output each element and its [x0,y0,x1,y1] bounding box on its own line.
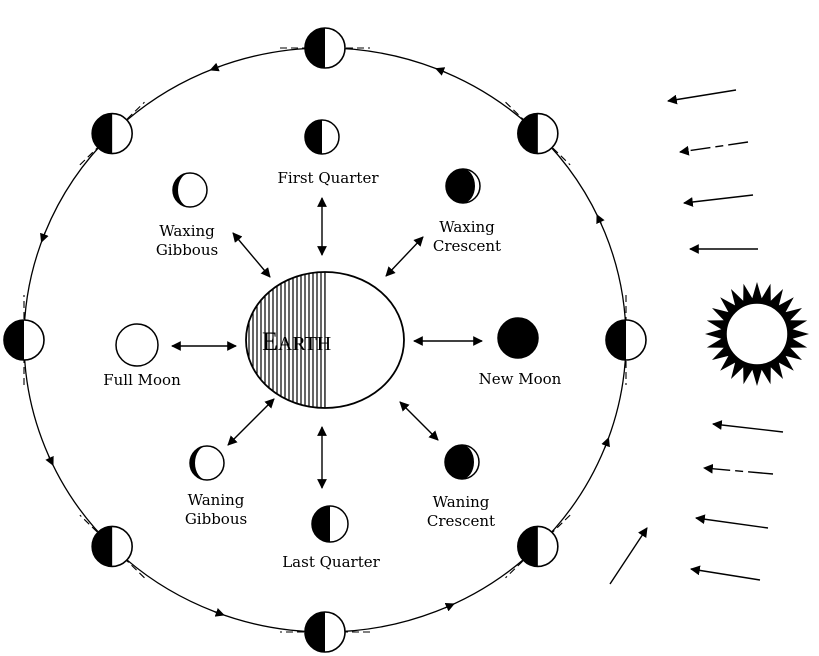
sunlight-ray-arrow [691,569,760,580]
sunlight-ray-arrow [680,142,748,152]
label-full-moon: Full Moon [103,371,181,389]
moon-icon [92,114,132,154]
label-waning-crescent-2: Crescent [427,512,495,530]
sunlight-ray-arrow [610,528,647,584]
moon-phase-icon-waxing-gibbous [173,173,207,207]
moon-icon [305,28,345,68]
label-waning-gibbous-2: Gibbous [185,510,247,528]
moon-icon [518,114,558,154]
sunlight-ray-arrow [696,518,768,528]
earth-label-initial: E [262,327,278,356]
label-new-moon: New Moon [479,370,562,388]
moon-icon [518,526,558,566]
moon-phase-icon-waxing-crescent [446,169,480,203]
orbit-direction-arrow [41,233,45,242]
earth-label-rest: ARTH [278,333,331,355]
moon-phase-icon-first-quarter [305,120,339,154]
moon-icon [305,612,345,652]
label-waxing-gibbous-2: Gibbous [156,241,218,259]
label-waning-gibbous-1: Waning [188,491,245,509]
orbit-direction-arrow [445,604,454,608]
orbit-direction-arrow [605,438,609,447]
label-waxing-crescent-1: Waxing [439,218,495,236]
sunlight-ray-arrow [704,468,773,474]
moon-icon [92,526,132,566]
moon-phase-icon-waning-gibbous [190,446,224,480]
label-first-quarter: First Quarter [277,169,379,187]
moon-icon [606,320,646,360]
label-waxing-gibbous-1: Waxing [159,222,215,240]
orbit-direction-arrow [210,66,219,70]
earth-icon: EARTH [246,272,404,408]
moon-phase-icon-waning-crescent [445,445,479,479]
sunlight-ray-arrow [684,195,753,203]
moon-phase-icon-last-quarter [312,506,348,542]
orbit-direction-arrow [597,215,601,224]
orbit-direction-arrow [436,69,445,73]
label-waxing-crescent-2: Crescent [433,237,501,255]
sunlight-ray-arrow [713,424,783,432]
label-waning-crescent-1: Waning [433,493,490,511]
orbit-direction-arrow [49,456,53,465]
sunlight-ray-arrow [668,90,736,101]
orbit-direction-arrow [215,612,224,615]
moon-phase-icon-full-moon [116,324,158,366]
moon-icon [4,320,44,360]
label-last-quarter: Last Quarter [282,553,380,571]
sun-icon [705,282,809,386]
moon-phase-icon-new-moon [498,318,538,358]
